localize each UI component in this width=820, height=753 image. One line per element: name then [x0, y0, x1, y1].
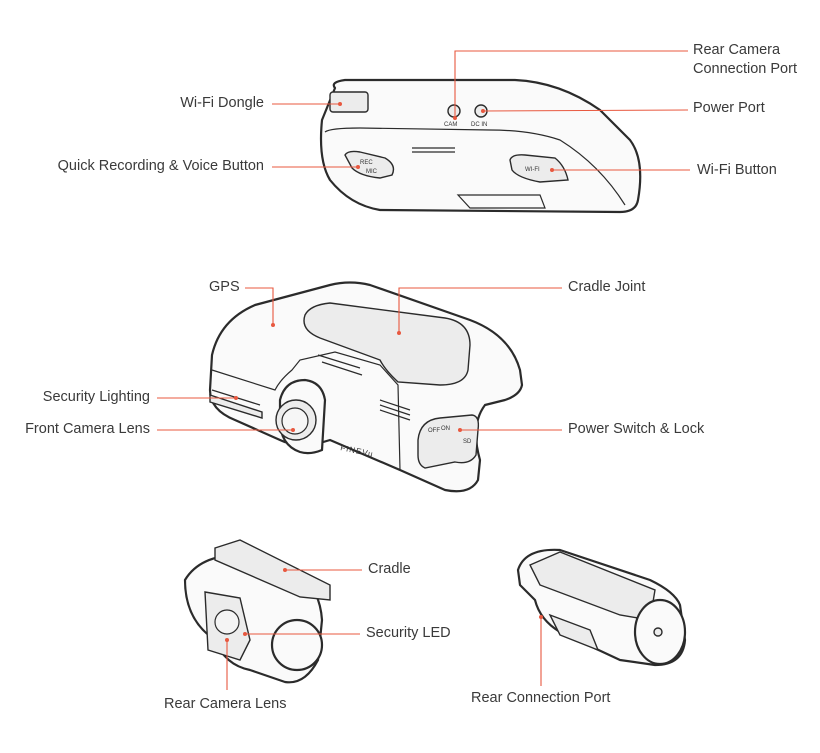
rear-connection-port: [548, 613, 600, 652]
power-switch-panel: [417, 414, 480, 469]
label-cradle: Cradle: [368, 561, 411, 577]
rec-mic-button: [344, 150, 395, 179]
label-gps: GPS: [209, 279, 240, 295]
rear-camera-lens: [214, 609, 240, 635]
cradle-plate: [214, 539, 331, 601]
security-lighting-bar: [209, 394, 263, 419]
wifi-button: [509, 154, 569, 183]
label-security-led: Security LED: [366, 625, 451, 641]
rec-text: REC: [360, 160, 373, 166]
dashcam-front-view: OFF ON SD FINEVu: [208, 281, 524, 493]
cam-port: [447, 104, 461, 118]
dashcam-top-view: CAM DC IN REC MIC WI-FI: [319, 78, 642, 214]
sd-text: SD: [463, 439, 472, 445]
label-power-port: Power Port: [693, 100, 765, 116]
label-wifi-dongle: Wi-Fi Dongle: [180, 95, 264, 111]
cam-text: CAM: [444, 122, 457, 128]
wifi-text: WI-FI: [525, 167, 540, 173]
label-line: Rear Camera: [693, 42, 781, 58]
label-security-lighting: Security Lighting: [42, 389, 150, 405]
label-power-switch-lock: Power Switch & Lock: [568, 421, 705, 437]
leader-lines: [157, 50, 690, 690]
off-text: OFF: [428, 428, 440, 434]
rear-camera-front-view: [183, 539, 331, 684]
mic-text: MIC: [366, 169, 378, 175]
label-cradle-joint: Cradle Joint: [568, 279, 646, 295]
label-quick-recording-voice-button: Quick Recording & Voice Button: [57, 158, 264, 174]
label-line: Connection Port: [693, 61, 797, 77]
front-lens: [281, 407, 309, 435]
label-rear-camera-lens: Rear Camera Lens: [164, 696, 287, 712]
label-rear-connection-port: Rear Connection Port: [471, 690, 611, 706]
wifi-dongle-slot: [329, 91, 369, 113]
rear-camera-back-view: [516, 548, 687, 667]
on-text: ON: [441, 426, 450, 432]
label-rear-camera-connection-port: Rear Camera Connection Port: [693, 41, 797, 79]
dc-in-text: DC IN: [471, 122, 487, 128]
label-wifi-button: Wi-Fi Button: [697, 162, 777, 178]
cradle-joint-plate: [303, 302, 471, 386]
label-front-camera-lens: Front Camera Lens: [25, 421, 150, 437]
